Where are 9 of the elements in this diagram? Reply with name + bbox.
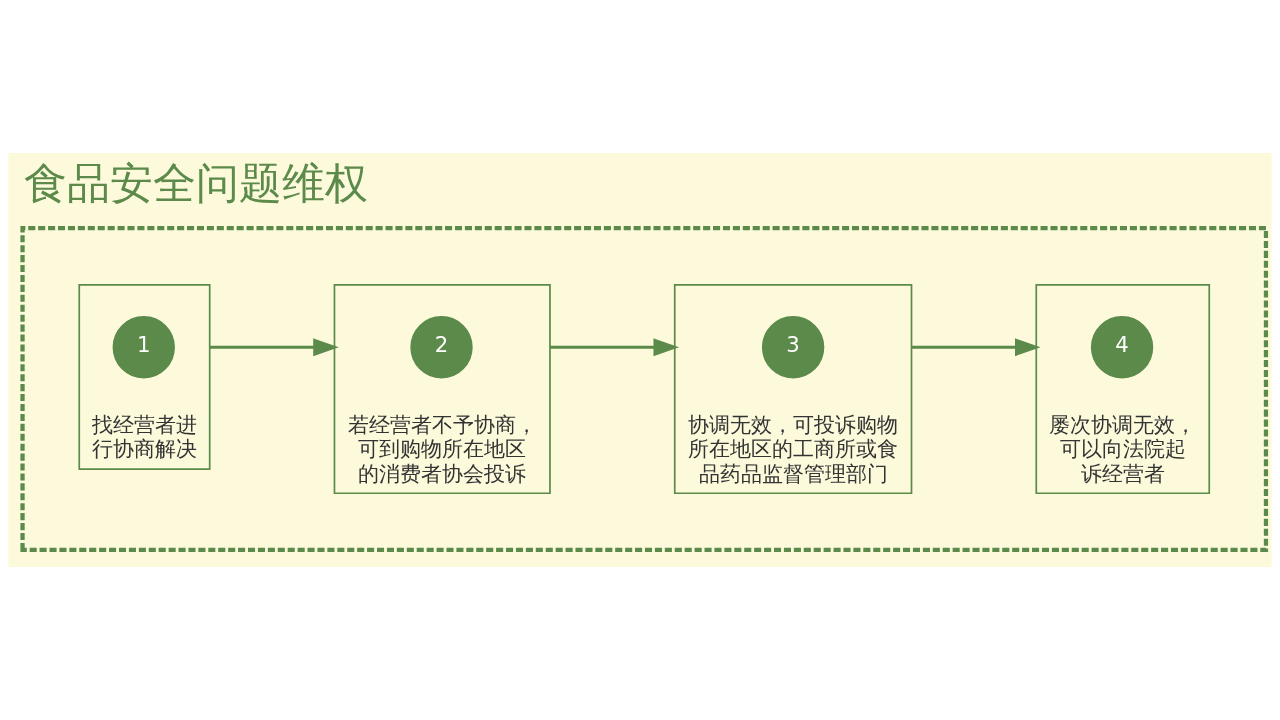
node-circle: 2 xyxy=(410,316,473,379)
arrow xyxy=(549,338,680,357)
diagram-title: 食品安全问题维权 xyxy=(24,159,369,209)
node-circle: 1 xyxy=(112,316,175,379)
arrow xyxy=(911,338,1041,357)
node-circle: 3 xyxy=(761,316,825,379)
arrow xyxy=(209,338,339,357)
cluster xyxy=(20,226,1269,553)
node-circle: 4 xyxy=(1090,316,1154,379)
